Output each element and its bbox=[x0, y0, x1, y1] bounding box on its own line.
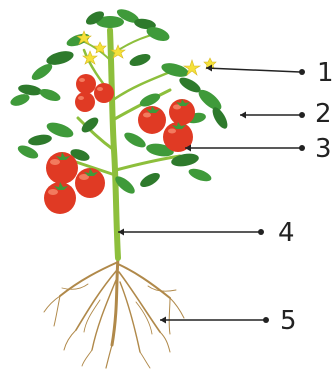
label-2: 2 bbox=[315, 101, 332, 127]
stem bbox=[70, 30, 180, 258]
pointer-5 bbox=[160, 317, 269, 324]
roots bbox=[44, 258, 184, 368]
label-5: 5 bbox=[280, 308, 297, 334]
pointer-4 bbox=[118, 229, 264, 236]
pointer-2 bbox=[240, 112, 305, 119]
pointer-1 bbox=[206, 65, 305, 76]
label-4: 4 bbox=[278, 220, 295, 246]
pointer-3 bbox=[185, 145, 305, 152]
label-3: 3 bbox=[315, 136, 332, 162]
label-1: 1 bbox=[317, 60, 334, 86]
